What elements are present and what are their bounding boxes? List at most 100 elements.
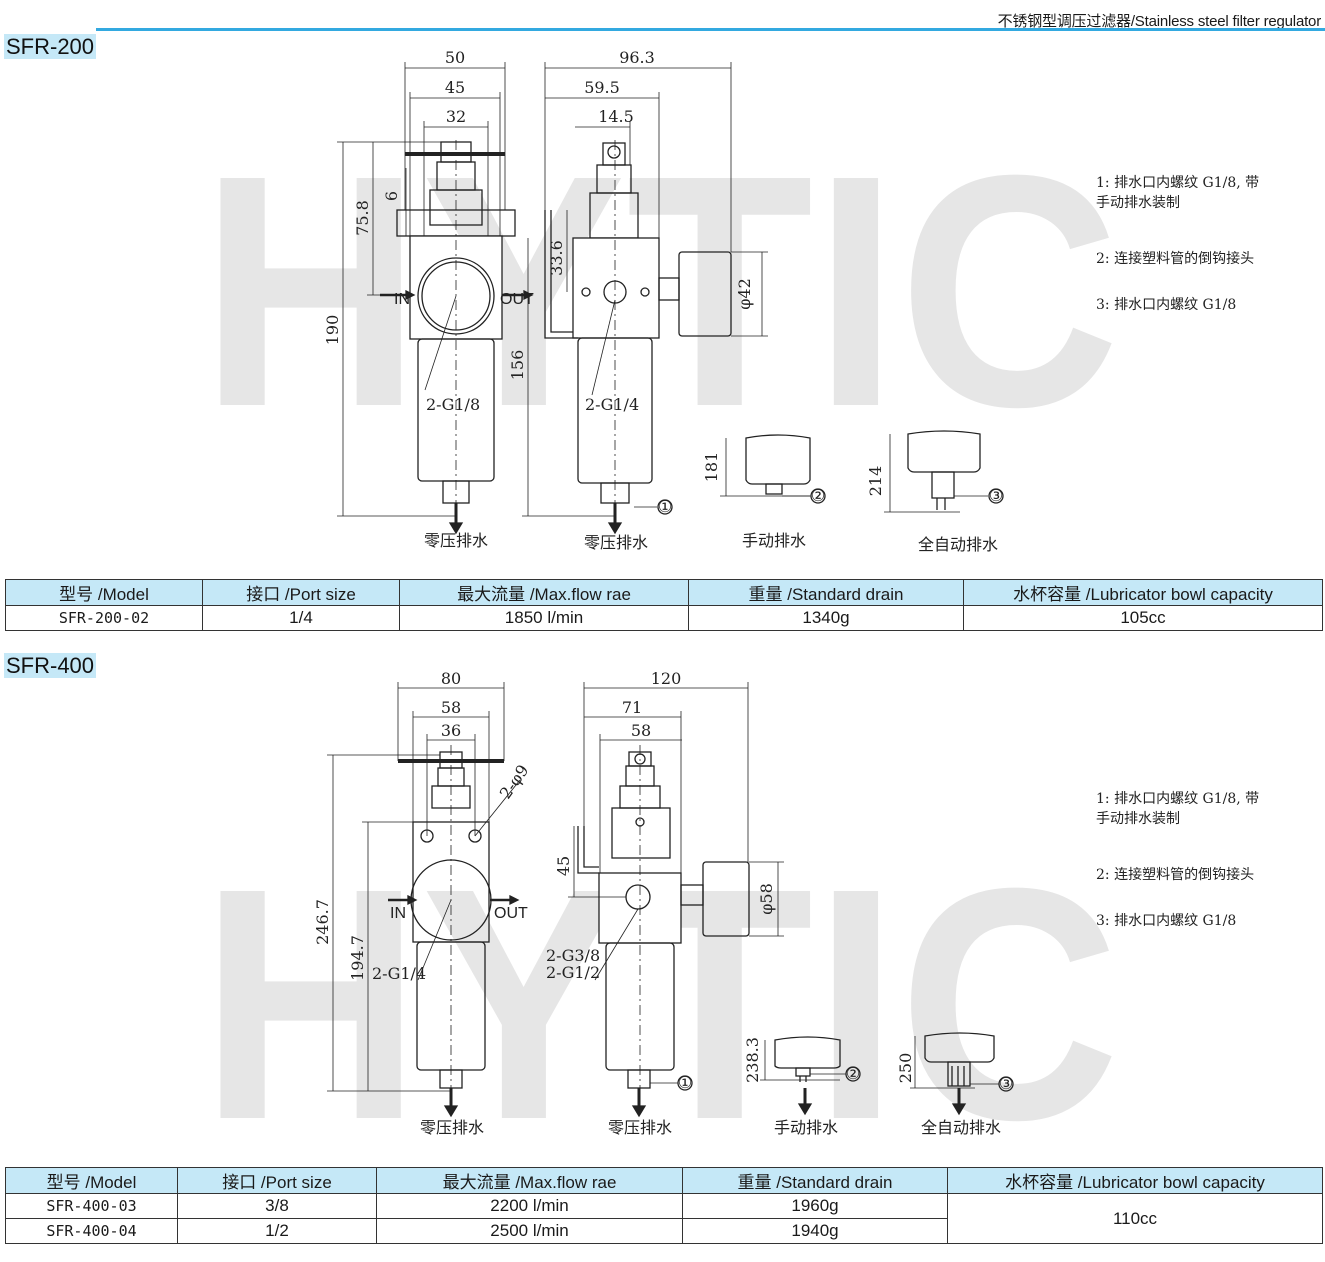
sfr400-drawing-svg: HYTIC [200, 669, 1120, 1150]
dim-label: 156 [508, 350, 527, 381]
dim-label: 214 [866, 466, 885, 497]
dim-label: 250 [896, 1053, 915, 1084]
caption-zero-pressure-drain: 零压排水 [420, 1119, 484, 1137]
table-row: SFR-200-02 1/4 1850 l/min 1340g 105cc [5, 605, 1323, 631]
callout-3: ③ [989, 488, 1003, 505]
cell-weight: 1960g [682, 1193, 948, 1219]
title-cn: 不锈钢型调压过滤器 [997, 13, 1131, 30]
table-header-row: 型号 /Model 接口 /Port size 最大流量 /Max.flow r… [5, 1167, 1323, 1194]
callout-3: ③ [999, 1076, 1013, 1093]
dim-label: 194.7 [348, 935, 367, 981]
dim-label: 120 [651, 669, 682, 688]
callout-1: ① [658, 499, 672, 516]
sfr200-drawing: HYTIC [0, 40, 1325, 560]
dim-label: 190 [323, 315, 342, 346]
dim-label: 45 [554, 856, 573, 876]
cell-port-size: 1/4 [202, 605, 400, 631]
col-header: 最大流量 /Max.flow rae [376, 1167, 683, 1194]
col-header: 型号 /Model [5, 1167, 178, 1194]
dim-label: 36 [441, 721, 461, 740]
sfr200-side-dims [522, 62, 768, 517]
dim-label: 45 [445, 78, 465, 97]
watermark: HYTIC [200, 819, 1120, 1150]
cell-bowl-capacity: 105cc [963, 605, 1323, 631]
note-line: 3: 排水口内螺纹 G1/8 [1096, 913, 1237, 929]
caption-zero-pressure-drain: 零压排水 [424, 532, 488, 550]
dim-label: 50 [445, 48, 465, 67]
in-label: IN [390, 905, 406, 922]
note-line: 3: 排水口内螺纹 G1/8 [1096, 297, 1237, 313]
dim-label: 58 [441, 698, 461, 717]
cell-model: SFR-200-02 [5, 605, 203, 631]
note-line: 1: 排水口内螺纹 G1/8, 带 [1096, 791, 1260, 807]
caption-auto-drain: 全自动排水 [921, 1119, 1001, 1137]
in-label: IN [394, 291, 410, 308]
section-title-sfr400: SFR-400 [4, 653, 97, 678]
title-en: /Stainless steel filter regulator [1130, 13, 1321, 30]
sfr400-front-dims [327, 682, 505, 1092]
sfr400-front-view [388, 745, 521, 1118]
col-header: 重量 /Standard drain [682, 1167, 948, 1194]
dim-label: φ58 [757, 883, 776, 915]
sfr200-side-view [544, 140, 732, 535]
cell-weight: 1940g [682, 1218, 948, 1244]
watermark-text: HYTIC [200, 819, 1120, 1150]
dim-label: 32 [446, 107, 466, 126]
cell-max-flow: 2200 l/min [376, 1193, 683, 1219]
watermark-text: HYTIC [200, 106, 1120, 475]
table-row: SFR-400-03 3/8 2200 l/min 1960g 110cc [5, 1193, 1323, 1244]
dim-label: φ42 [735, 278, 754, 310]
port-label: 2-G1/8 [426, 395, 480, 414]
note-line: 1: 排水口内螺纹 G1/8, 带 [1096, 175, 1260, 191]
col-header: 接口 /Port size [177, 1167, 377, 1194]
cell-max-flow: 2500 l/min [376, 1218, 683, 1244]
dim-label: 238.3 [743, 1037, 762, 1083]
dim-label: 71 [622, 698, 642, 717]
header-rule [96, 28, 1325, 31]
note-line: 手动排水装制 [1096, 811, 1180, 827]
caption-auto-drain: 全自动排水 [918, 536, 998, 554]
col-header: 接口 /Port size [202, 579, 400, 606]
sfr400-side-view [577, 745, 750, 1118]
dim-label: 96.3 [619, 48, 655, 67]
out-label: OUT [500, 291, 534, 308]
sfr200-auto-drain [634, 430, 1004, 515]
port-label: 2-G1/4 [372, 964, 426, 983]
cell-max-flow: 1850 l/min [399, 605, 689, 631]
dim-label: 14.5 [598, 107, 634, 126]
dim-label: 80 [441, 669, 461, 688]
dim-label: 246.7 [313, 899, 332, 945]
table-row: SFR-400-04 1/2 2500 l/min 1940g [5, 1218, 1323, 1244]
port-label: 2-G1/4 [585, 395, 639, 414]
caption-zero-pressure-drain: 零压排水 [608, 1119, 672, 1137]
dim-label: 59.5 [584, 78, 620, 97]
cell-bowl-capacity: 110cc [947, 1193, 1323, 1244]
dim-label: 2-φ9 [496, 761, 533, 802]
sfr200-spec-table: 型号 /Model 接口 /Port size 最大流量 /Max.flow r… [5, 579, 1323, 631]
port-label: 2-G3/8 [546, 946, 600, 965]
sfr200-notes: 1: 排水口内螺纹 G1/8, 带 手动排水装制 2: 连接塑料管的倒钩接头 3… [1096, 173, 1259, 315]
dim-label: 33.6 [547, 240, 566, 276]
sfr400-manual-drain [760, 1036, 861, 1116]
sfr200-front-view [380, 140, 534, 535]
dim-label: 58 [631, 721, 651, 740]
sfr400-spec-table: 型号 /Model 接口 /Port size 最大流量 /Max.flow r… [5, 1167, 1323, 1244]
sfr400-auto-drain [677, 1032, 1014, 1116]
dim-label: 181 [702, 452, 721, 483]
note-line: 2: 连接塑料管的倒钩接头 [1096, 867, 1255, 883]
cell-weight: 1340g [688, 605, 964, 631]
page-title: 不锈钢型调压过滤器/Stainless steel filter regulat… [997, 10, 1322, 31]
col-header: 重量 /Standard drain [688, 579, 964, 606]
col-header: 水杯容量 /Lubricator bowl capacity [963, 579, 1323, 606]
dim-label: 6 [382, 191, 401, 201]
caption-manual-drain: 手动排水 [774, 1119, 838, 1137]
dim-label: 75.8 [353, 200, 372, 236]
caption-manual-drain: 手动排水 [742, 532, 806, 550]
page-header: 不锈钢型调压过滤器/Stainless steel filter regulat… [0, 0, 1325, 31]
note-line: 2: 连接塑料管的倒钩接头 [1096, 251, 1255, 267]
cell-port-size: 1/2 [177, 1218, 377, 1244]
caption-zero-pressure-drain: 零压排水 [584, 534, 648, 552]
cell-model: SFR-400-04 [5, 1218, 178, 1244]
callout-2: ② [846, 1066, 860, 1083]
callout-1: ① [678, 1075, 692, 1092]
